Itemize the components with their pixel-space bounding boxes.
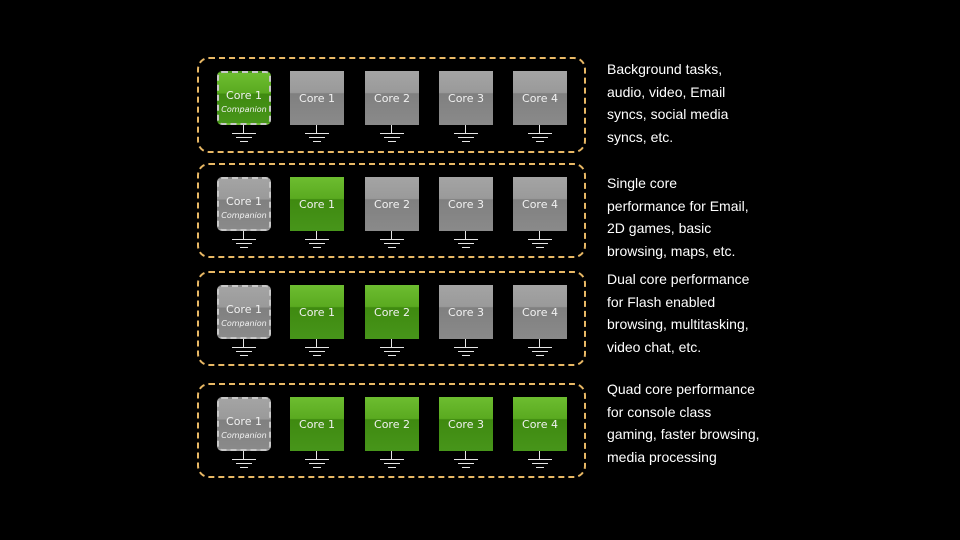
ground-icon — [454, 339, 478, 357]
core-sublabel: Companion — [221, 318, 267, 328]
core-3: Core 3 — [439, 285, 493, 339]
ground-icon — [380, 125, 404, 143]
row-description-4: Quad core performance for console class ga… — [607, 378, 797, 468]
ground-icon — [528, 339, 552, 357]
core-label: Core 3 — [448, 91, 484, 105]
core-4: Core 4 — [513, 285, 567, 339]
ground-icon — [232, 125, 256, 143]
description-line: browsing, multitasking, — [607, 316, 749, 332]
core-3: Core 3 — [439, 71, 493, 125]
core-1: Core 1 — [290, 285, 344, 339]
core-1: Core 1 — [290, 397, 344, 451]
core-label: Core 1 — [299, 197, 335, 211]
ground-icon — [232, 451, 256, 469]
ground-icon — [454, 231, 478, 249]
ground-icon — [305, 451, 329, 469]
description-line: Dual core performance — [607, 271, 750, 287]
row-frame-2 — [197, 163, 586, 258]
row-description-1: Background tasks, audio, video, Email sync… — [607, 58, 797, 148]
core-2: Core 2 — [365, 71, 419, 125]
companion-core: Core 1 Companion — [217, 397, 271, 451]
ground-icon — [305, 231, 329, 249]
ground-icon — [232, 339, 256, 357]
core-label: Core 4 — [522, 197, 558, 211]
description-line: for console class — [607, 403, 712, 420]
core-3: Core 3 — [439, 397, 493, 451]
core-4: Core 4 — [513, 397, 567, 451]
description-line: for Flash enabled — [607, 293, 716, 310]
ground-icon — [232, 231, 256, 249]
core-label: Core 1 — [299, 91, 335, 105]
description-line: media processing — [607, 448, 717, 465]
core-label: Core 1 — [226, 414, 262, 428]
core-label: Core 1 — [226, 302, 262, 316]
ground-icon — [454, 451, 478, 469]
core-label: Core 4 — [522, 305, 558, 319]
description-line: performance for Email, — [607, 197, 749, 214]
row-description-3: Dual core performance for Flash enabled br… — [607, 268, 797, 358]
core-1: Core 1 — [290, 71, 344, 125]
description-line: browsing, maps, etc. — [607, 242, 736, 259]
description-line: gaming, faster browsing, — [607, 426, 760, 442]
companion-core: Core 1 Companion — [217, 177, 271, 231]
core-label: Core 4 — [522, 91, 558, 105]
ground-icon — [380, 451, 404, 469]
core-label: Core 2 — [374, 91, 410, 105]
row-frame-1 — [197, 57, 586, 153]
core-1: Core 1 — [290, 177, 344, 231]
core-2: Core 2 — [365, 285, 419, 339]
core-label: Core 4 — [522, 417, 558, 431]
core-label: Core 2 — [374, 305, 410, 319]
description-line: Single core — [607, 175, 678, 191]
core-2: Core 2 — [365, 397, 419, 451]
description-line: Background tasks, — [607, 61, 723, 77]
row-frame-3 — [197, 271, 586, 366]
core-2: Core 2 — [365, 177, 419, 231]
description-line: Quad core performance — [607, 381, 755, 397]
description-line: syncs, social media — [607, 106, 729, 122]
core-sublabel: Companion — [221, 430, 267, 440]
ground-icon — [380, 339, 404, 357]
core-label: Core 3 — [448, 305, 484, 319]
description-line: audio, video, Email — [607, 83, 726, 100]
core-3: Core 3 — [439, 177, 493, 231]
core-label: Core 1 — [299, 417, 335, 431]
core-label: Core 2 — [374, 417, 410, 431]
companion-core: Core 1 Companion — [217, 71, 271, 125]
core-label: Core 1 — [226, 88, 262, 102]
ground-icon — [454, 125, 478, 143]
description-line: 2D games, basic — [607, 220, 712, 236]
ground-icon — [528, 125, 552, 143]
core-label: Core 3 — [448, 197, 484, 211]
core-label: Core 2 — [374, 197, 410, 211]
ground-icon — [305, 125, 329, 143]
core-sublabel: Companion — [221, 104, 267, 114]
companion-core: Core 1 Companion — [217, 285, 271, 339]
row-frame-4 — [197, 383, 586, 478]
core-label: Core 1 — [226, 194, 262, 208]
ground-icon — [305, 339, 329, 357]
description-line: syncs, etc. — [607, 128, 674, 145]
core-label: Core 3 — [448, 417, 484, 431]
ground-icon — [528, 231, 552, 249]
row-description-2: Single core performance for Email, 2D game… — [607, 172, 797, 262]
ground-icon — [380, 231, 404, 249]
description-line: video chat, etc. — [607, 338, 702, 355]
core-4: Core 4 — [513, 71, 567, 125]
core-4: Core 4 — [513, 177, 567, 231]
core-sublabel: Companion — [221, 210, 267, 220]
ground-icon — [528, 451, 552, 469]
core-label: Core 1 — [299, 305, 335, 319]
